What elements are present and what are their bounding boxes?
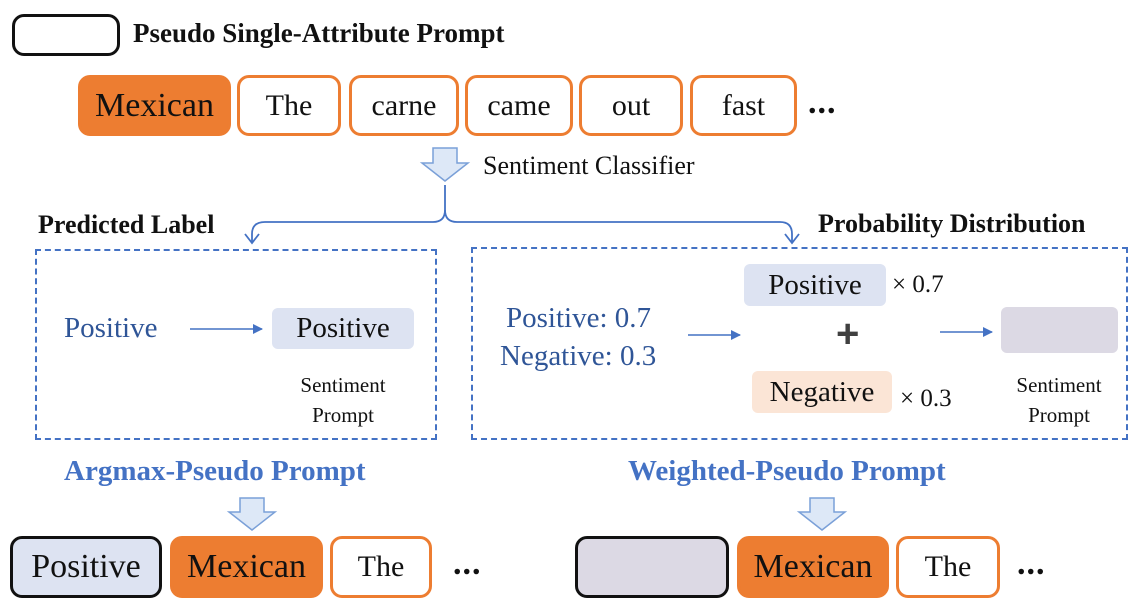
right-prompt-label: Sentiment Prompt — [1000, 370, 1118, 430]
top-token-1: The — [237, 75, 341, 136]
top-token-3: came — [465, 75, 573, 136]
down-arrow-weighted — [796, 497, 848, 531]
bottom-left-attribute-token: Mexican — [170, 536, 323, 598]
right-prompt-label-line2: Prompt — [1028, 403, 1090, 427]
right-prompt-label-line1: Sentiment — [1016, 373, 1102, 397]
bottom-right-attribute-token: Mexican — [737, 536, 889, 598]
positive-weight: × 0.7 — [892, 271, 944, 298]
bottom-right-ellipsis: ... — [1017, 545, 1046, 582]
bottom-left-ellipsis: ... — [453, 545, 482, 582]
prob-negative-label: Negative: 0.3 — [500, 340, 657, 372]
right-branch-title: Probability Distribution — [818, 209, 1086, 238]
left-output-pill: Positive — [272, 308, 414, 349]
top-attribute-token: Mexican — [78, 75, 231, 136]
bottom-left-prompt-token: Positive — [10, 536, 162, 598]
left-panel — [35, 249, 437, 440]
left-branch-title: Predicted Label — [38, 210, 215, 239]
weighted-output-pill — [1001, 307, 1118, 353]
split-arrowhead-left — [244, 233, 260, 245]
weighted-positive-pill: Positive — [744, 264, 886, 306]
split-arrowhead-right — [784, 233, 800, 245]
left-prompt-label-line1: Sentiment — [300, 373, 386, 397]
argmax-method-title: Argmax-Pseudo Prompt — [64, 455, 366, 487]
classifier-label: Sentiment Classifier — [483, 151, 695, 180]
top-token-4: out — [579, 75, 683, 136]
legend-swatch — [12, 14, 120, 56]
bottom-right-prompt-token — [575, 536, 729, 598]
legend-title: Pseudo Single-Attribute Prompt — [133, 18, 505, 48]
right-panel — [471, 247, 1128, 440]
weighted-negative-pill: Negative — [752, 371, 892, 413]
down-arrow-argmax — [226, 497, 278, 531]
bottom-left-token: The — [330, 536, 432, 598]
left-prompt-label: Sentiment Prompt — [272, 370, 414, 430]
top-ellipsis: ... — [808, 84, 837, 121]
prob-positive-label: Positive: 0.7 — [506, 302, 652, 334]
top-token-2: carne — [349, 75, 459, 136]
left-input-label: Positive — [64, 312, 158, 344]
bottom-right-token: The — [896, 536, 1000, 598]
left-prompt-label-line2: Prompt — [312, 403, 374, 427]
down-arrow-classifier — [419, 147, 471, 182]
split-brace — [251, 185, 446, 242]
negative-weight: × 0.3 — [900, 385, 952, 412]
plus-sign: + — [836, 312, 860, 356]
weighted-method-title: Weighted-Pseudo Prompt — [628, 455, 946, 487]
top-token-5: fast — [690, 75, 797, 136]
